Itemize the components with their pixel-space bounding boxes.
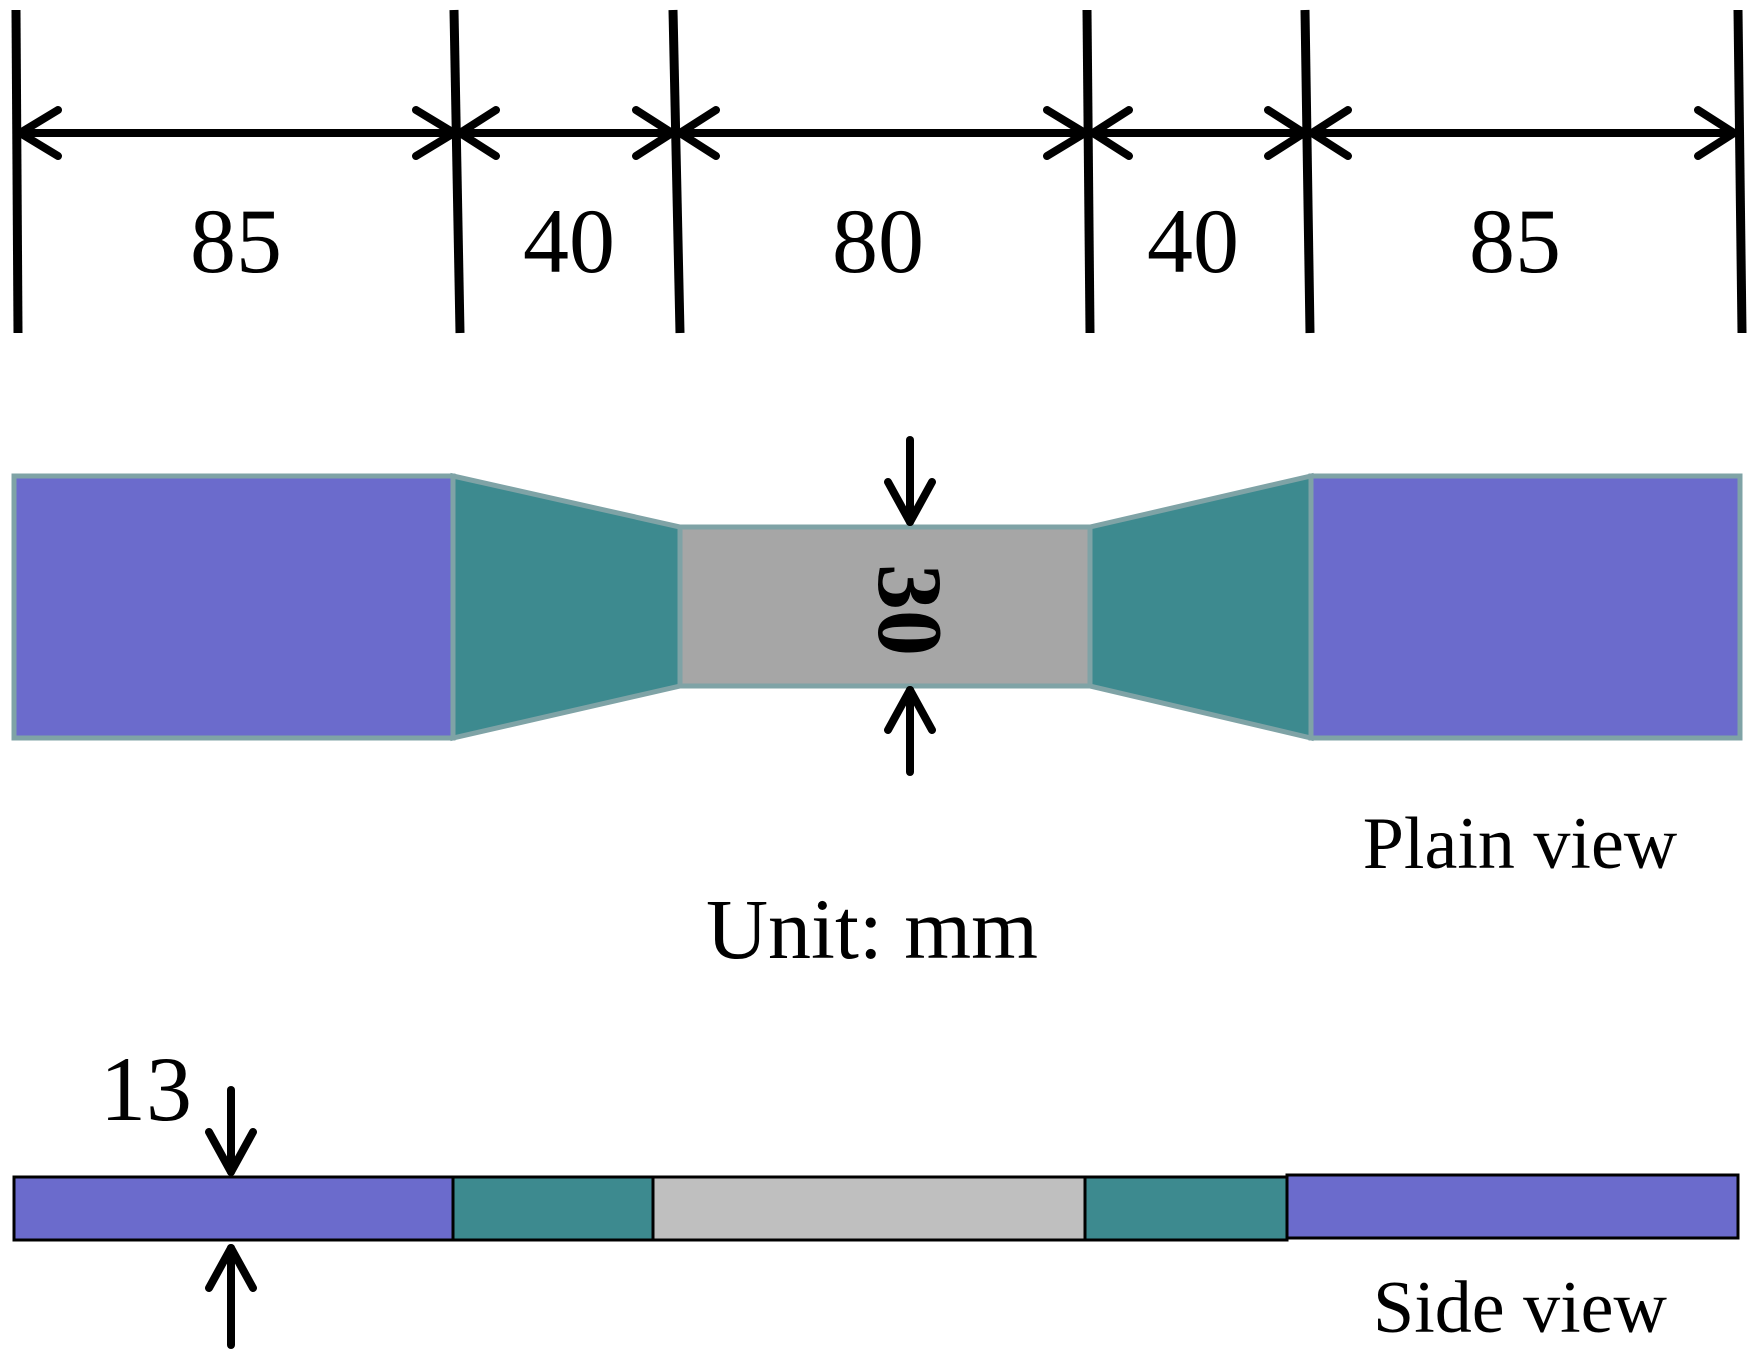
extension-line (668, 9, 685, 334)
extension-lines (11, 9, 1747, 334)
dimension-value-grip-left: 85 (190, 190, 282, 292)
arrow-left-icon (676, 106, 720, 160)
dimension-value-taper-right: 40 (1147, 190, 1239, 292)
thickness-arrows (205, 1086, 257, 1349)
side-grip-left (12, 1175, 455, 1242)
grip-left (11, 473, 456, 741)
dimension-value-taper-left: 40 (523, 190, 615, 292)
side-view-specimen (12, 1173, 1740, 1242)
thickness-value: 13 (100, 1038, 192, 1140)
extension-line (1300, 9, 1315, 334)
width-value: 30 (859, 564, 961, 656)
taper-left (450, 472, 683, 742)
dimension-value-gauge: 80 (832, 190, 924, 292)
arrow-right-icon (1264, 106, 1308, 160)
arrow-up-icon (884, 686, 936, 734)
arrow-right-icon (632, 106, 676, 160)
arrow-right-icon (1043, 106, 1089, 160)
arrow-down-icon (884, 478, 936, 526)
arrow-left-icon (16, 106, 62, 160)
grip-right (1308, 473, 1743, 741)
side-taper-right (1083, 1175, 1289, 1242)
side-grip-right (1285, 1173, 1740, 1240)
arrow-left-icon (1308, 106, 1352, 160)
extension-line (449, 9, 465, 334)
unit-label: Unit: mm (706, 881, 1038, 977)
dimension-values: 85 40 80 40 85 (190, 190, 1561, 292)
dimension-value-grip-right: 85 (1469, 190, 1561, 292)
dimension-lines (14, 106, 1740, 160)
width-arrows (884, 436, 936, 776)
extension-line (1733, 9, 1747, 334)
extension-line (1082, 9, 1095, 334)
arrow-left-icon (456, 106, 500, 160)
gauge-section (677, 524, 1093, 689)
arrow-left-icon (1089, 106, 1133, 160)
arrow-up-icon (205, 1244, 257, 1292)
taper-right (1087, 472, 1314, 742)
plain-view-specimen (11, 472, 1743, 742)
side-taper-left (451, 1175, 655, 1242)
side-view-label: Side view (1373, 1267, 1667, 1349)
arrow-down-icon (205, 1128, 257, 1176)
side-gauge-section (651, 1175, 1087, 1242)
arrow-right-icon (1694, 106, 1738, 160)
extension-line (11, 9, 23, 334)
plain-view-label: Plain view (1363, 803, 1678, 885)
